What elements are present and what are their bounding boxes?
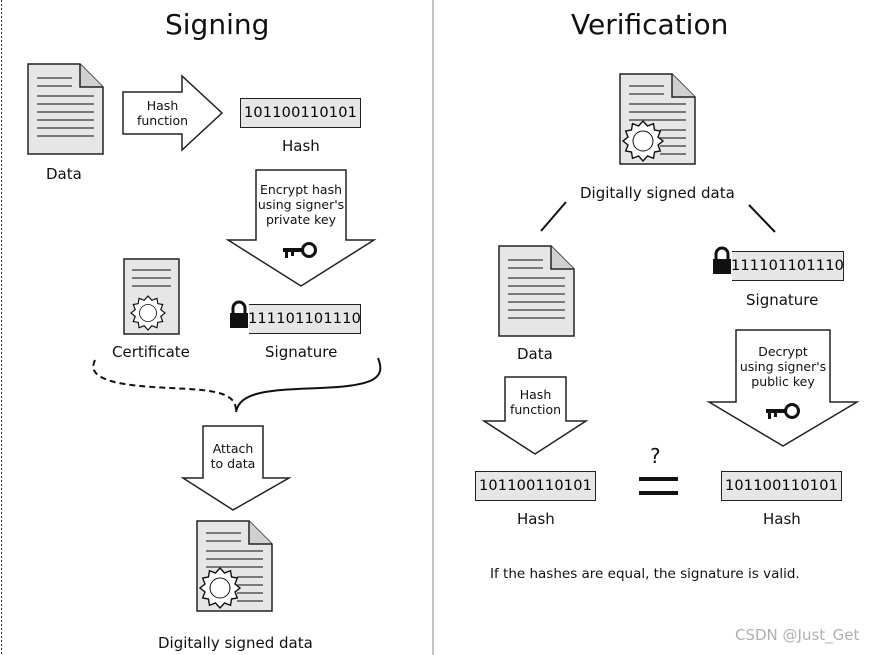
verification-signed-document-icon xyxy=(620,74,695,164)
verification-data-document-icon xyxy=(498,245,575,337)
signing-signed-document-icon xyxy=(197,521,272,611)
certificate-label: Certificate xyxy=(112,343,190,361)
signing-hash-value: 101100110101 xyxy=(243,105,358,121)
verification-signature-value: 111101101110 xyxy=(730,258,845,274)
encrypt-label: Encrypt hash using signer's private key xyxy=(257,182,345,227)
signing-signed-data-label: Digitally signed data xyxy=(158,634,313,652)
decrypt-label: Decrypt using signer's public key xyxy=(739,344,827,389)
verification-hash-right-label: Hash xyxy=(763,510,801,528)
signing-hash-box: 101100110101 xyxy=(240,98,361,128)
signing-data-document-icon xyxy=(27,63,104,155)
encrypt-arrow-icon xyxy=(225,169,377,287)
verification-hash-function-label: Hash function xyxy=(509,387,562,417)
certificate-bracket xyxy=(92,359,238,413)
question-mark: ? xyxy=(650,444,661,468)
verification-lock-icon xyxy=(711,246,733,276)
verification-signature-label: Signature xyxy=(746,291,819,309)
verification-signature-box: 111101101110 xyxy=(730,251,845,281)
verification-hash-arrow-icon xyxy=(481,376,589,455)
signing-signature-value: 111101101110 xyxy=(247,311,362,327)
split-line-left xyxy=(540,201,567,232)
verification-signed-data-label: Digitally signed data xyxy=(580,184,735,202)
certificate-icon xyxy=(123,258,180,335)
split-line-right xyxy=(748,204,776,233)
verification-hash-left-label: Hash xyxy=(517,510,555,528)
signing-data-label: Data xyxy=(46,165,82,183)
signature-bracket xyxy=(235,357,382,413)
equals-icon xyxy=(639,477,678,495)
attach-label: Attach to data xyxy=(210,441,256,471)
signing-title: Signing xyxy=(165,8,270,41)
verification-title: Verification xyxy=(571,8,729,41)
decrypt-arrow-icon xyxy=(706,329,860,447)
attach-arrow-icon xyxy=(180,425,292,511)
signing-hash-function-label: Hash function xyxy=(136,98,189,128)
verification-hash-right-value: 101100110101 xyxy=(724,478,839,494)
hash-function-arrow-icon xyxy=(122,74,224,152)
watermark: CSDN @Just_Get xyxy=(735,626,860,644)
verification-conclusion: If the hashes are equal, the signature i… xyxy=(490,566,800,582)
signing-signature-box: 111101101110 xyxy=(247,304,362,334)
verification-hash-right-box: 101100110101 xyxy=(721,471,842,501)
verification-data-label: Data xyxy=(517,345,553,363)
signing-signature-label: Signature xyxy=(265,343,338,361)
verification-hash-left-box: 101100110101 xyxy=(475,471,596,501)
signing-hash-label: Hash xyxy=(282,137,320,155)
signing-lock-icon xyxy=(228,300,250,330)
verification-hash-left-value: 101100110101 xyxy=(478,478,593,494)
